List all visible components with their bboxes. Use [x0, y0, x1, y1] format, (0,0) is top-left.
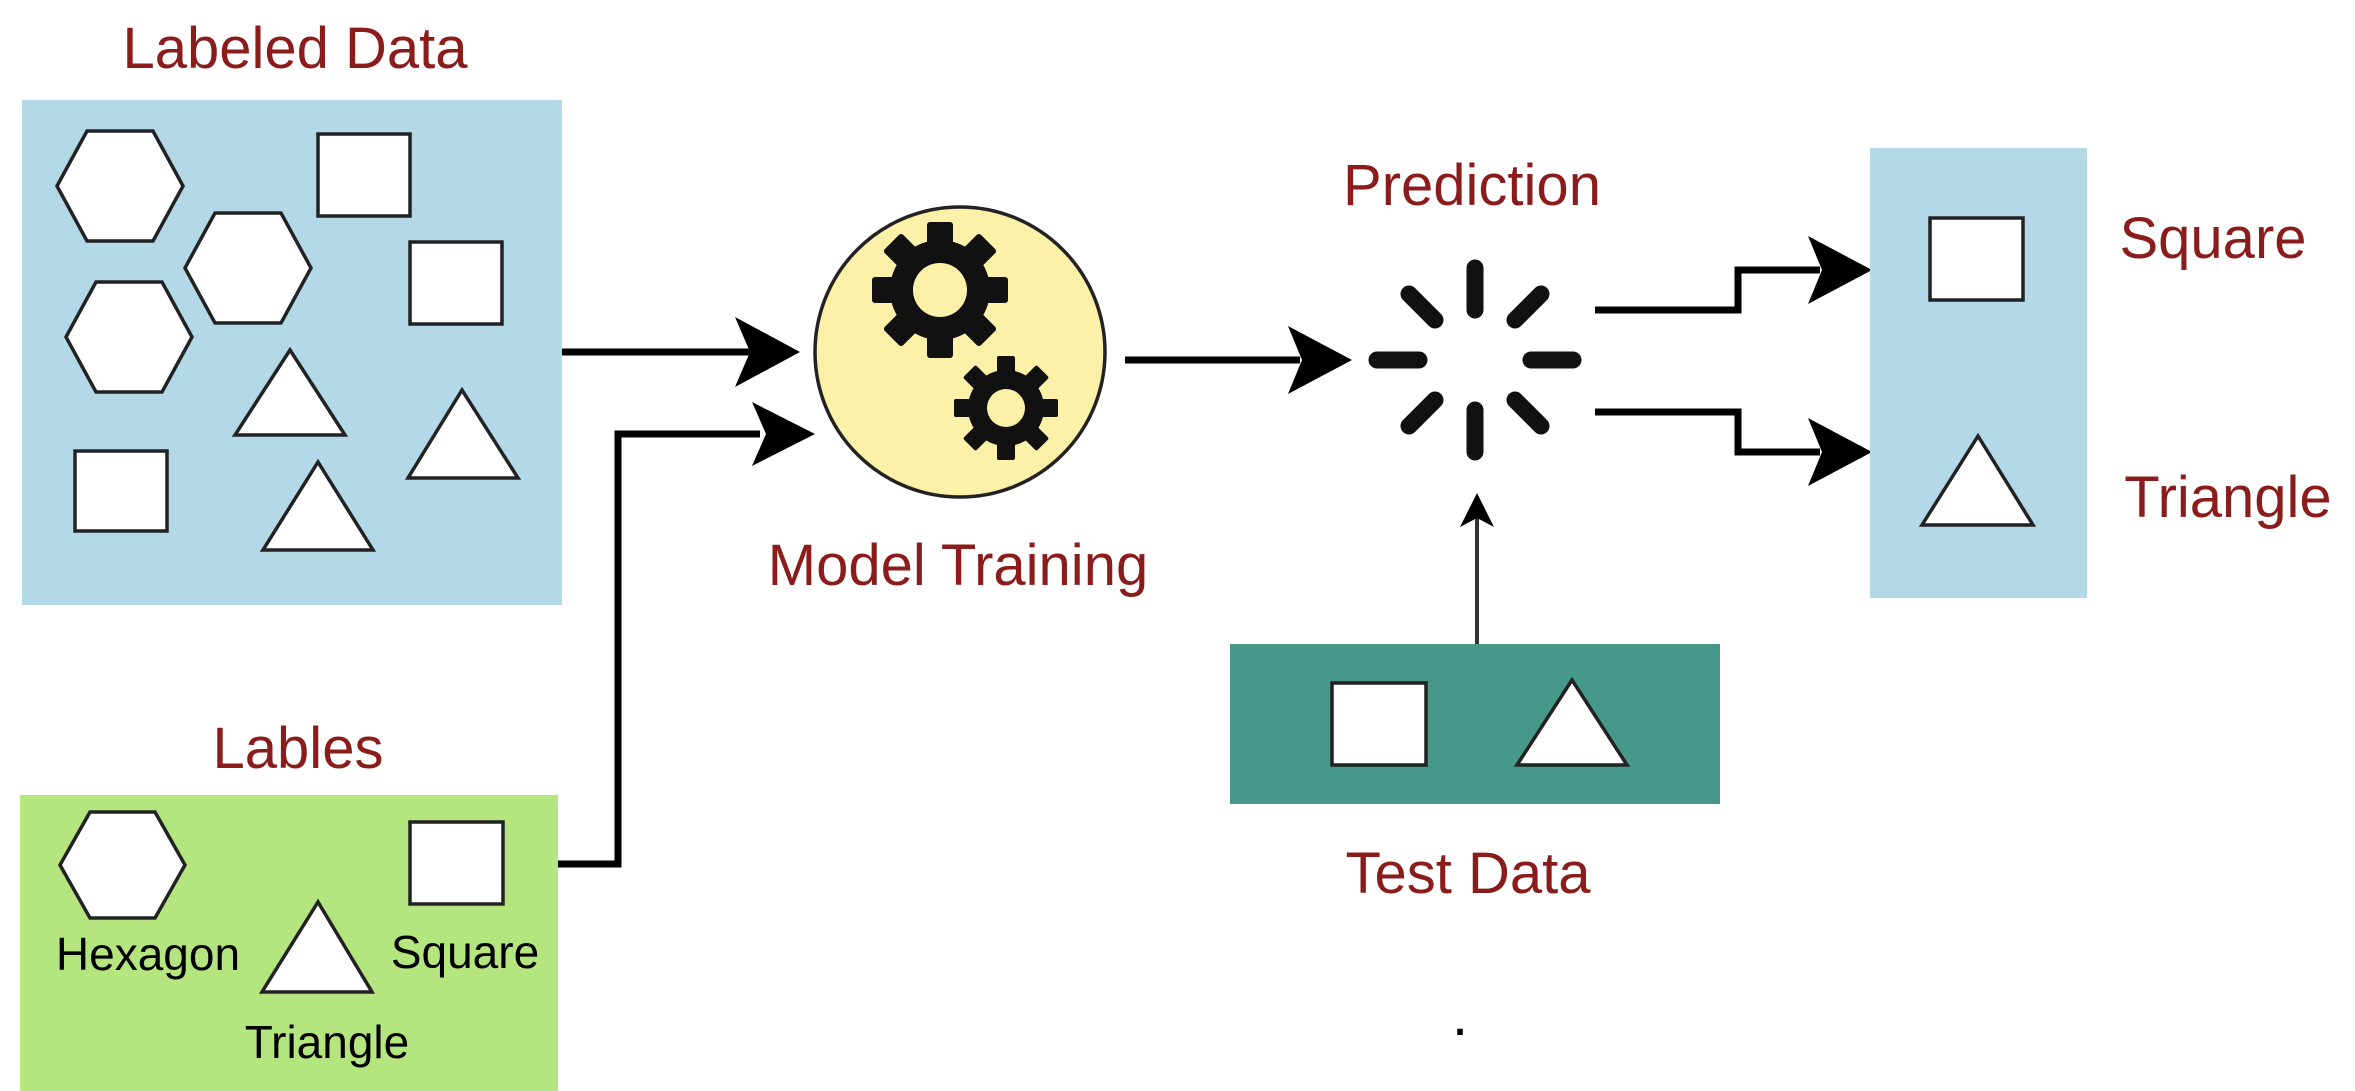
triangle-shape: [258, 898, 376, 994]
prediction-title: Prediction: [1343, 153, 1601, 218]
hexagon-label: Hexagon: [56, 928, 240, 980]
triangle-shape: [1513, 676, 1631, 767]
square-shape: [73, 449, 169, 533]
arrow-prediction-to-triangle: [1595, 408, 1872, 486]
arrow-model-to-prediction: [1125, 326, 1352, 394]
hexagon-shape: [57, 810, 188, 920]
square-label: Square: [391, 926, 539, 978]
arrow-test-to-prediction: [1460, 493, 1494, 644]
square-shape: [1330, 681, 1428, 767]
square-shape: [408, 240, 504, 326]
labeled-data-title: Labeled Data: [122, 16, 468, 81]
hexagon-shape: [55, 129, 185, 243]
hexagon-shape: [183, 211, 313, 325]
gears-icon: [872, 222, 1058, 460]
hexagon-shape: [64, 280, 194, 394]
footer-dot: .: [1452, 983, 1468, 1048]
output-triangle-label: Triangle: [2124, 465, 2331, 530]
arrow-labels-to-model: [558, 402, 815, 868]
prediction-group: Prediction: [1343, 153, 1601, 461]
arrow-prediction-to-square: [1595, 236, 1872, 314]
triangle-shape: [231, 346, 349, 437]
triangle-shape: [259, 458, 377, 552]
test-data-group: Test Data: [1230, 644, 1720, 906]
output-panel: [1870, 148, 2087, 598]
labeled-data-group: Labeled Data: [22, 16, 562, 605]
square-shape: [316, 132, 412, 218]
arrow-labeled-to-model: [562, 317, 800, 387]
model-training-group: Model Training: [768, 205, 1148, 598]
output-group: Square Triangle: [1870, 148, 2332, 598]
triangle-shape: [1918, 432, 2037, 527]
labels-title: Lables: [213, 716, 384, 781]
square-shape: [408, 820, 505, 906]
triangle-label: Triangle: [245, 1016, 409, 1068]
test-data-panel: [1230, 644, 1720, 804]
triangle-shape: [404, 386, 522, 480]
model-training-title: Model Training: [768, 533, 1148, 598]
output-square-label: Square: [2119, 206, 2306, 271]
test-data-title: Test Data: [1346, 841, 1592, 906]
loading-spinner-icon: [1368, 259, 1582, 461]
labels-group: Lables Hexagon Square Triangle: [20, 716, 558, 1091]
square-shape: [1928, 216, 2025, 302]
